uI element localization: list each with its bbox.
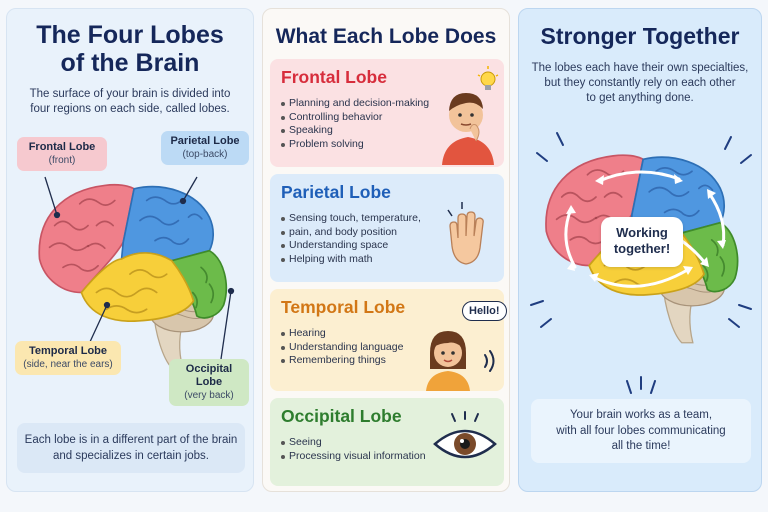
list-item: Remembering things <box>281 354 403 368</box>
list-item: Seeing <box>281 436 426 450</box>
occipital-lobe-label: Occipital Lobe (very back) <box>169 359 249 406</box>
eye-icon <box>433 411 497 459</box>
panel-title: The Four Lobes of the Brain <box>7 21 253 77</box>
list-item: Planning and decision-making <box>281 97 429 111</box>
lightbulb-icon <box>477 66 499 90</box>
panel-title: What Each Lobe Does <box>275 25 497 48</box>
lobe-functions-panel: What Each Lobe Does Frontal Lobe Plannin… <box>262 8 510 492</box>
title-line-1: The Four Lobes <box>36 21 224 49</box>
frontal-lobe-label: Frontal Lobe (front) <box>17 137 107 171</box>
list-item: Controlling behavior <box>281 111 429 125</box>
list-item: Speaking <box>281 124 429 138</box>
function-list: Seeing Processing visual information <box>281 436 426 463</box>
footer-note: Each lobe is in a different part of the … <box>17 423 245 473</box>
parietal-lobe-label: Parietal Lobe (top-back) <box>161 131 249 165</box>
list-item: Problem solving <box>281 138 429 152</box>
intro-text: The surface of your brain is divided int… <box>29 88 231 115</box>
speech-bubble: Hello! <box>462 301 507 321</box>
teamwork-panel: Stronger Together The lobes each have th… <box>518 8 762 492</box>
list-item: Understanding space <box>281 239 421 253</box>
function-list: Hearing Understanding language Rememberi… <box>281 327 403 368</box>
panel-title: Stronger Together <box>540 23 740 49</box>
working-together-badge: Working together! <box>601 217 683 267</box>
list-item: Processing visual information <box>281 450 426 464</box>
label-connectors <box>44 176 235 360</box>
sound-waves-icon <box>484 350 495 372</box>
list-item: pain, and body position <box>281 226 421 240</box>
function-list: Sensing touch, temperature, pain, and bo… <box>281 212 421 266</box>
listening-girl-icon <box>426 331 470 391</box>
card-title: Occipital Lobe <box>281 406 402 426</box>
list-item: Sensing touch, temperature, <box>281 212 421 226</box>
parietal-lobe-card: Parietal Lobe Sensing touch, temperature… <box>270 174 504 282</box>
waving-hand-icon <box>447 202 484 265</box>
occipital-lobe-card: Occipital Lobe Seeing Processing visual … <box>270 398 504 486</box>
list-item: Hearing <box>281 327 403 341</box>
list-item: Understanding language <box>281 341 403 355</box>
card-title: Temporal Lobe <box>281 297 406 317</box>
intro-text: The lobes each have their own specialtie… <box>531 62 749 104</box>
thinking-boy-icon <box>442 93 494 165</box>
footer-note: Your brain works as a team, with all fou… <box>531 399 751 463</box>
function-list: Planning and decision-making Controlling… <box>281 97 429 151</box>
lobes-overview-panel: The Four Lobes of the Brain The surface … <box>6 8 254 492</box>
temporal-lobe-card: Temporal Lobe Hearing Understanding lang… <box>270 289 507 391</box>
card-title: Frontal Lobe <box>281 67 387 87</box>
list-item: Helping with math <box>281 253 421 267</box>
frontal-lobe-card: Frontal Lobe Planning and decision-makin… <box>270 59 504 167</box>
temporal-lobe-label: Temporal Lobe (side, near the ears) <box>15 341 121 375</box>
card-title: Parietal Lobe <box>281 182 391 202</box>
communication-arrows <box>530 132 752 394</box>
title-line-2: of the Brain <box>60 49 200 77</box>
